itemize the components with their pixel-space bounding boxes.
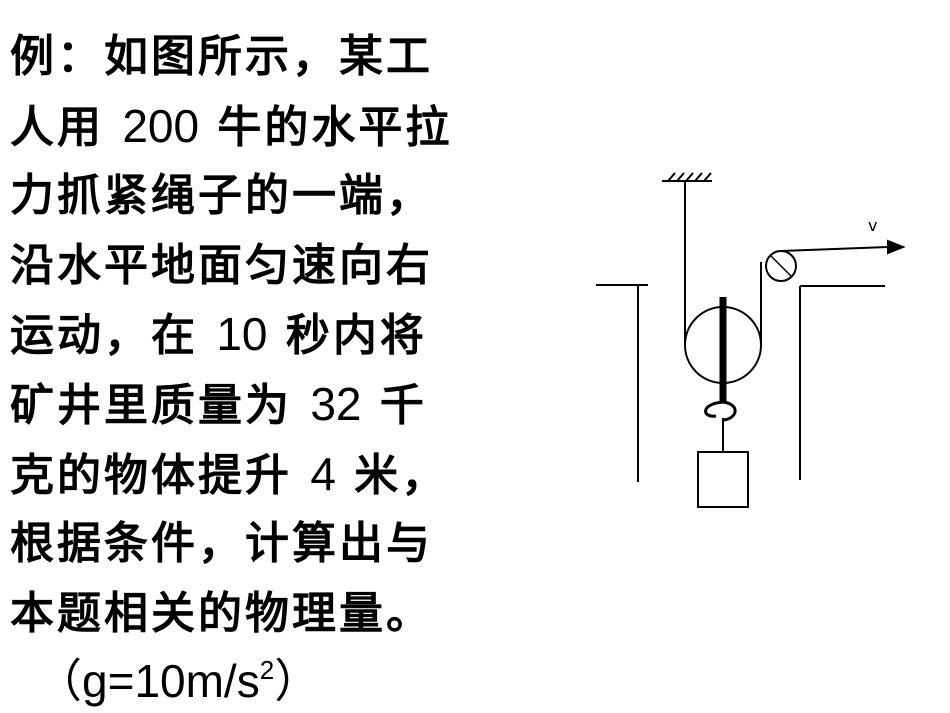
problem-text: 例：如图所示，某工 人用 200 牛的水平拉 力抓紧绳子的一端， 沿水平地面匀速… xyxy=(10,22,570,648)
gravity-formula: （g=10m/s2） xyxy=(36,640,320,711)
problem-line-6-text-b: 千 xyxy=(361,379,427,431)
problem-line-7-text-b: 米， xyxy=(335,449,449,501)
formula-open-paren: （ xyxy=(36,655,82,707)
height-value: 4 xyxy=(310,447,336,500)
problem-line-8: 根据条件，计算出与 xyxy=(10,509,570,579)
problem-line-6-text-a: 矿井里质量为 xyxy=(10,379,311,431)
formula-exponent: 2 xyxy=(259,655,275,685)
time-value: 10 xyxy=(216,308,268,361)
velocity-label: v xyxy=(868,216,877,235)
shaft-right-wall xyxy=(799,285,885,480)
problem-line-2-text-a: 人用 xyxy=(10,101,123,153)
problem-line-5: 运动，在 10 秒内将 xyxy=(10,300,570,370)
formula-body: g=10m/s xyxy=(82,655,260,707)
problem-line-3-text: 力抓紧绳子的一端， xyxy=(10,170,433,222)
problem-line-4: 沿水平地面匀速向右 xyxy=(10,231,570,301)
mass-value: 32 xyxy=(310,377,362,430)
fixed-pulley-mark xyxy=(770,255,792,277)
problem-line-9-text: 本题相关的物理量。 xyxy=(10,587,433,639)
problem-line-2: 人用 200 牛的水平拉 xyxy=(10,92,570,162)
formula-close-paren: ） xyxy=(274,655,321,707)
pulley-hook xyxy=(704,400,737,422)
problem-line-1: 例：如图所示，某工 xyxy=(10,22,570,92)
problem-line-4-text: 沿水平地面匀速向右 xyxy=(10,239,433,291)
problem-line-3: 力抓紧绳子的一端， xyxy=(10,161,570,231)
problem-line-1-text: 例：如图所示，某工 xyxy=(10,31,433,82)
velocity-arrow xyxy=(887,239,906,255)
problem-line-7-text-a: 克的物体提升 xyxy=(10,449,311,501)
load-block xyxy=(697,451,749,508)
ceiling-mount xyxy=(662,172,712,182)
problem-line-5-text-a: 运动，在 xyxy=(10,310,217,362)
force-value: 200 xyxy=(122,99,200,152)
problem-line-7: 克的物体提升 4 米， xyxy=(10,440,570,510)
pulley-diagram: v xyxy=(596,172,906,508)
problem-line-8-text: 根据条件，计算出与 xyxy=(10,518,433,570)
shaft-left-wall xyxy=(596,284,648,482)
problem-line-9: 本题相关的物理量。 xyxy=(10,579,570,649)
problem-line-2-text-b: 牛的水平拉 xyxy=(199,101,453,153)
rope-horizontal xyxy=(780,246,889,252)
problem-line-6: 矿井里质量为 32 千 xyxy=(10,370,570,440)
problem-line-5-text-b: 秒内将 xyxy=(267,310,427,362)
